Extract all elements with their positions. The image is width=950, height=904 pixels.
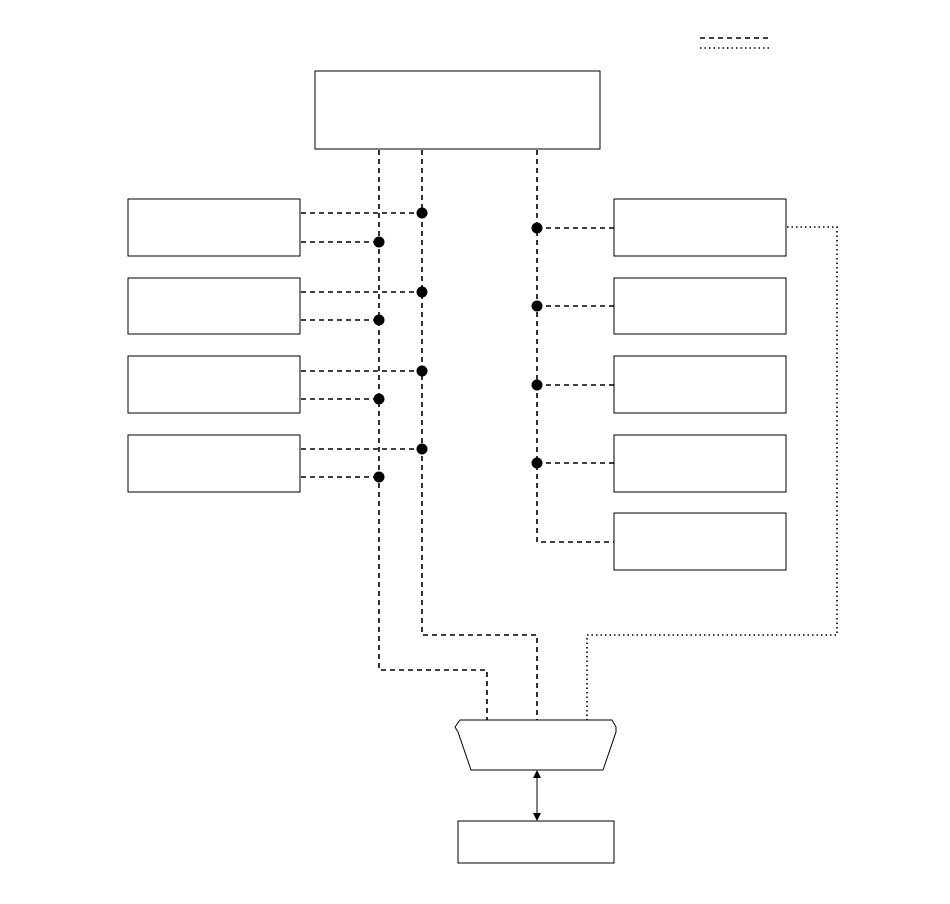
bus-line-b (421, 150, 538, 720)
right-box (613, 277, 787, 335)
right-box (613, 355, 787, 414)
junction-node (416, 207, 428, 219)
left-box (127, 198, 301, 257)
junction-node (531, 457, 543, 469)
junction-node (373, 236, 385, 248)
bottom-box (457, 820, 615, 864)
arrow-up-head (533, 770, 541, 778)
junction-node (373, 314, 385, 326)
bus-line-c (536, 150, 614, 543)
left-box (127, 355, 301, 414)
junction-node (416, 443, 428, 455)
junction-node (531, 379, 543, 391)
left-box (127, 277, 301, 335)
junction-node (373, 393, 385, 405)
bus-line-a (378, 150, 488, 720)
junction-node (531, 222, 543, 234)
right-box (613, 512, 787, 571)
left-box (127, 434, 301, 493)
junction-node (416, 365, 428, 377)
junction-node (416, 286, 428, 298)
hub-shape (454, 719, 617, 771)
top-box (314, 70, 601, 150)
right-box (613, 198, 787, 257)
legend (700, 37, 772, 49)
junction-node (373, 471, 385, 483)
arrow-down-head (533, 813, 541, 821)
junction-nodes (373, 207, 543, 483)
right-box (613, 434, 787, 493)
bidirectional-arrow (533, 770, 541, 821)
dashed-connections (301, 150, 614, 720)
junction-node (531, 300, 543, 312)
